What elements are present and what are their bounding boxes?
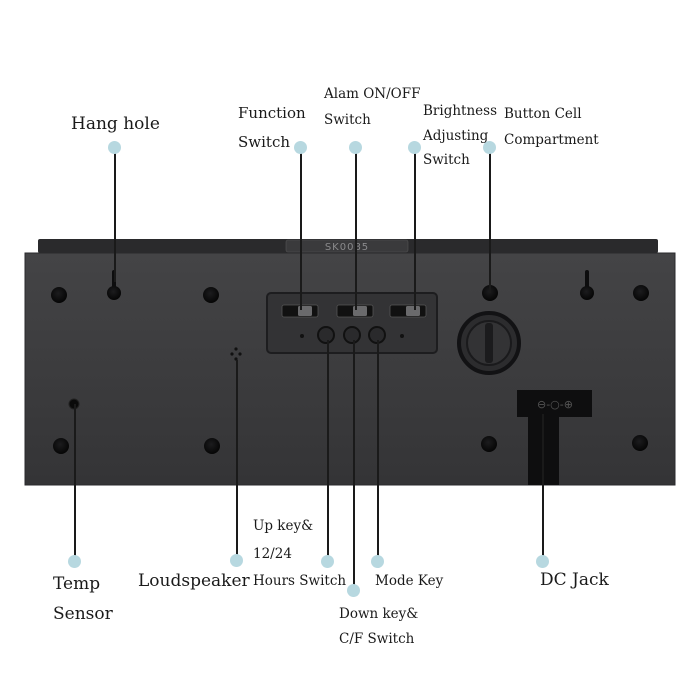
top-badge-plate: [285, 239, 409, 253]
up-key-graphic: [317, 326, 335, 344]
hang-hole-right: [580, 270, 594, 300]
label-alarm-switch-line2: Switch: [324, 112, 371, 128]
down-key-graphic: [343, 326, 361, 344]
label-function-switch-line2: Switch: [238, 133, 291, 151]
screw-hole: [481, 436, 497, 452]
label-temp-sensor-line1: Temp: [53, 574, 101, 594]
label-alarm-switch-line1: Alam ON/OFF: [324, 86, 421, 102]
label-function-switch-line1: Function: [238, 104, 306, 122]
label-mode-key: Mode Key: [375, 573, 444, 589]
leader-hang-hole: [114, 147, 116, 282]
label-loudspeaker: Loudspeaker: [138, 571, 250, 591]
leader-loudspeaker: [236, 360, 238, 560]
leader-up-key: [327, 340, 329, 560]
leader-button-cell: [489, 147, 491, 293]
callout-dot-brightness-switch: [408, 141, 421, 154]
callout-dot-down-key: [347, 584, 360, 597]
leader-brightness-switch: [414, 147, 416, 310]
label-button-cell-line2: Compartment: [504, 132, 599, 148]
label-up-key-line1: Up key&: [253, 518, 314, 534]
callout-dot-alarm-switch: [349, 141, 362, 154]
leader-alarm-switch: [355, 147, 357, 310]
device-body: [24, 252, 676, 486]
button-cell-compartment-graphic: [457, 311, 521, 375]
callout-dot-temp-sensor: [68, 555, 81, 568]
callout-dot-up-key: [321, 555, 334, 568]
screw-hole: [482, 285, 498, 301]
screw-hole: [633, 285, 649, 301]
leader-mode-key: [377, 340, 379, 560]
screw-hole: [203, 287, 219, 303]
callout-dot-dc-jack: [536, 555, 549, 568]
label-up-key-line3: Hours Switch: [253, 573, 347, 589]
callout-dot-hang-hole: [108, 141, 121, 154]
function-switch-graphic: [281, 304, 319, 318]
callout-dot-button-cell: [483, 141, 496, 154]
leader-function-switch: [300, 147, 302, 310]
loudspeaker-grille: [230, 347, 242, 361]
label-temp-sensor-line2: Sensor: [53, 604, 113, 624]
label-brightness-line3: Switch: [423, 152, 470, 168]
label-down-key-line2: C/F Switch: [339, 631, 415, 647]
screw-hole: [51, 287, 67, 303]
leader-temp-sensor: [74, 404, 76, 561]
callout-dot-mode-key: [371, 555, 384, 568]
screw-hole: [632, 435, 648, 451]
callout-dot-loudspeaker: [230, 554, 243, 567]
label-dc-jack: DC Jack: [540, 570, 609, 590]
screw-hole: [204, 438, 220, 454]
leader-dc-jack: [542, 414, 544, 560]
leader-down-key: [353, 340, 355, 590]
top-badge-text: SK0085: [325, 242, 369, 253]
label-brightness-line1: Brightness: [423, 103, 497, 119]
label-button-cell-line1: Button Cell: [504, 106, 582, 122]
svg-text:⊖-○-⊕: ⊖-○-⊕: [537, 398, 573, 411]
callout-dot-function-switch: [294, 141, 307, 154]
brightness-switch-graphic: [389, 304, 427, 318]
label-hang-hole: Hang hole: [71, 114, 160, 134]
screw-hole: [53, 438, 69, 454]
label-up-key-line2: 12/24: [253, 546, 292, 562]
label-brightness-line2: Adjusting: [423, 128, 489, 144]
label-down-key-line1: Down key&: [339, 606, 419, 622]
